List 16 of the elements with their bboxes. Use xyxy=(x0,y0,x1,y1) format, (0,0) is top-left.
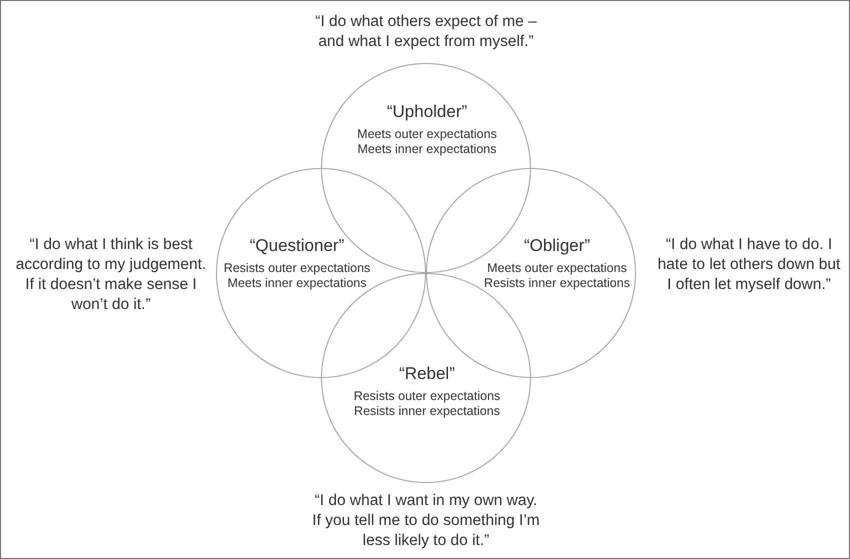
quote-text: “I do what others expect of me – and what I expect from myself.” xyxy=(314,12,538,52)
expectation-text: Meets inner expectations xyxy=(358,142,496,157)
type-name: “Upholder” xyxy=(386,101,468,123)
expectation-text: Resists inner expectations xyxy=(484,276,630,291)
expectation-text: Meets outer expectations xyxy=(487,261,627,276)
quote-text: “I do what I think is best according to my judgement. If it doesn’t make sense I won’t do it.” xyxy=(14,235,208,315)
quote-text: “I do what I want in my own way. If you tell me to do something I’m less likely to do it.” xyxy=(312,491,540,551)
quote-text: “I do what I have to do. I hate to let others down but I often let myself down.” xyxy=(656,235,842,295)
type-name: “Obliger” xyxy=(524,235,590,257)
expectation-text: Resists outer expectations xyxy=(224,261,370,276)
expectation-text: Resists outer expectations xyxy=(354,389,500,404)
type-name: “Questioner” xyxy=(250,235,344,257)
type-name: “Rebel” xyxy=(399,363,455,385)
expectation-text: Resists inner expectations xyxy=(354,404,500,419)
expectation-text: Meets outer expectations xyxy=(357,127,497,142)
expectation-text: Meets inner expectations xyxy=(228,276,366,291)
